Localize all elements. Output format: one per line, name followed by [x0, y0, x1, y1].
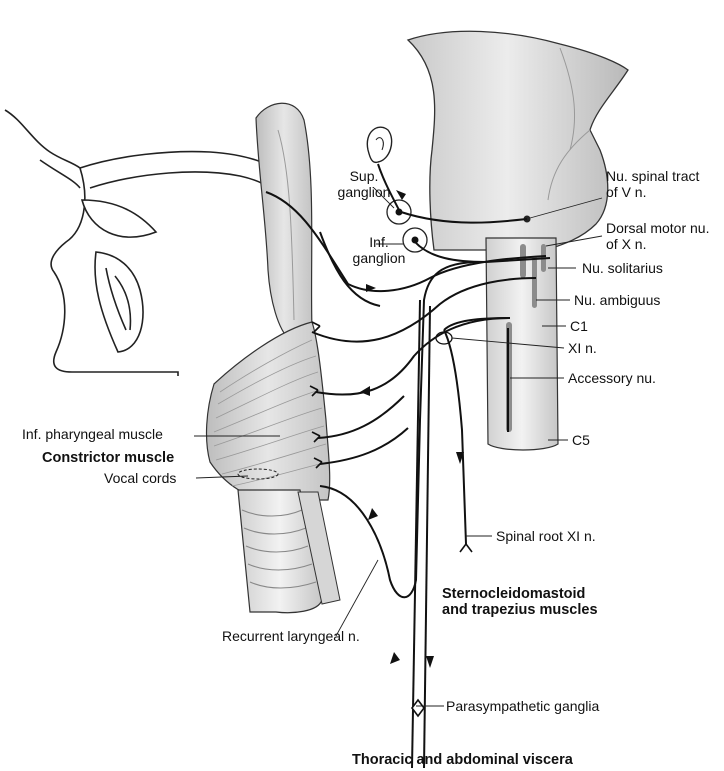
vocal-cords-outline	[237, 468, 279, 480]
brainstem	[406, 30, 629, 451]
recurrent-laryngeal-label: Recurrent laryngeal n.	[222, 628, 360, 644]
c5-label: C5	[572, 432, 590, 448]
nu-spinal-tract-line2: of V n.	[606, 184, 647, 200]
nu-solitarius-label: Nu. solitarius	[582, 260, 663, 276]
dorsal-motor-label: Dorsal motor nu. of X n.	[606, 220, 709, 252]
spinal-root-label: Spinal root XI n.	[496, 528, 596, 544]
nu-spinal-tract-label: Nu. spinal tract of V n.	[606, 168, 699, 200]
inf-ganglion-label: Inf. ganglion	[344, 234, 414, 266]
xi-n-label: XI n.	[568, 340, 597, 356]
inf-ganglion-label-line1: Inf.	[369, 234, 389, 250]
pharynx	[255, 102, 313, 341]
leader-lines	[194, 187, 603, 707]
sternocleidomastoid-line1: Sternocleidomastoid	[442, 586, 586, 602]
ear-and-ganglia	[366, 126, 428, 253]
xi-loop	[435, 331, 453, 345]
sternocleidomastoid-label: Sternocleidomastoid and trapezius muscle…	[442, 586, 598, 618]
vocal-cords-label: Vocal cords	[104, 470, 177, 486]
inf-pharyngeal-label: Inf. pharyngeal muscle	[22, 426, 163, 442]
sup-ganglion-label: Sup. ganglion	[334, 168, 394, 200]
constrictor-muscle	[205, 321, 331, 501]
sup-ganglion-label-line2: ganglion	[337, 184, 391, 200]
head-outline	[4, 109, 281, 376]
dorsal-motor-line1: Dorsal motor nu.	[606, 220, 710, 236]
sternocleidomastoid-line2: and trapezius muscles	[442, 602, 598, 618]
arrowheads	[360, 190, 464, 668]
nerve-fibers	[265, 163, 551, 769]
nerve-endings	[309, 321, 473, 718]
viscera-label: Thoracic and abdominal viscera	[352, 752, 573, 768]
accessory-nu-label: Accessory nu.	[568, 370, 656, 386]
inf-ganglion-label-line2: ganglion	[352, 250, 406, 266]
constrictor-label: Constrictor muscle	[42, 450, 175, 466]
nu-spinal-tract-line1: Nu. spinal tract	[606, 168, 700, 184]
sup-ganglion-label-line1: Sup.	[349, 168, 379, 184]
parasympathetic-label: Parasympathetic ganglia	[446, 698, 600, 714]
trachea	[237, 468, 341, 614]
c1-label: C1	[570, 318, 588, 334]
dorsal-motor-line2: of X n.	[606, 236, 647, 252]
nu-ambiguus-label: Nu. ambiguus	[574, 292, 661, 308]
